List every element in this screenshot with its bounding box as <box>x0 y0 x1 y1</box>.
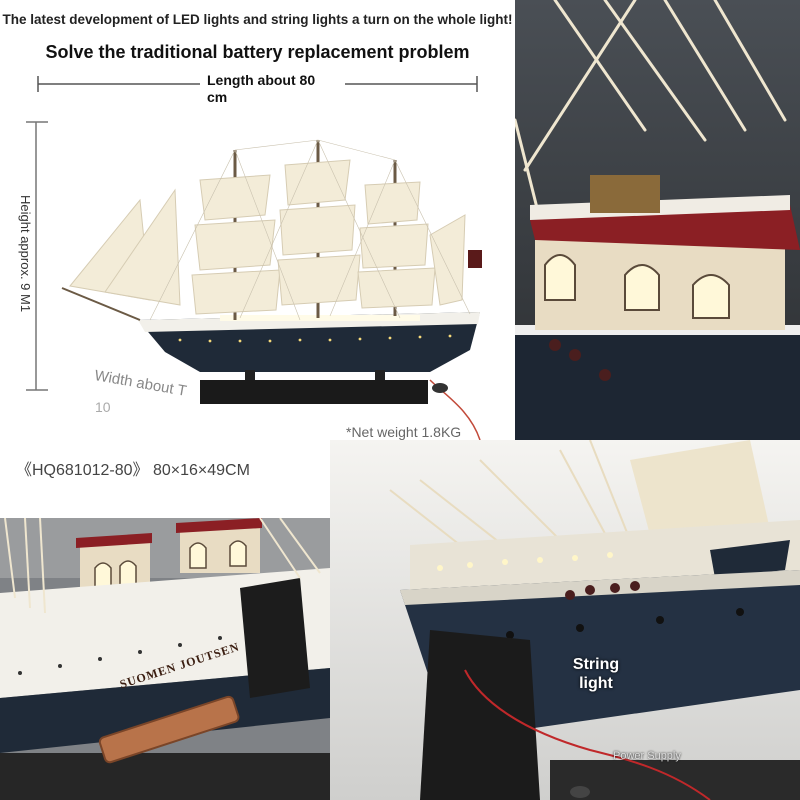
length-label: Length about 80 cm <box>207 72 316 105</box>
height-label: Height approx. 9 M1 <box>18 195 33 313</box>
product-diagram-panel: 10 The latest development of LED lights … <box>0 0 515 518</box>
svg-text:10: 10 <box>95 399 111 415</box>
string-light-photo: String light Power Supply <box>330 440 800 800</box>
hull-side-photo: SUOMEN JOUTSEN <box>0 518 330 800</box>
net-weight-label: *Net weight 1.8KG <box>346 424 462 440</box>
subheading: Solve the traditional battery replacemen… <box>45 42 470 62</box>
power-supply-callout: Power Supply <box>613 750 681 762</box>
string-light-callout: String light <box>572 656 620 692</box>
model-label: 《HQ681012-80》 80×16×49CM <box>16 462 250 479</box>
headline: The latest development of LED lights and… <box>2 12 513 27</box>
cabin-closeup-photo <box>515 0 800 440</box>
ship-diagram: 10 <box>26 76 482 441</box>
